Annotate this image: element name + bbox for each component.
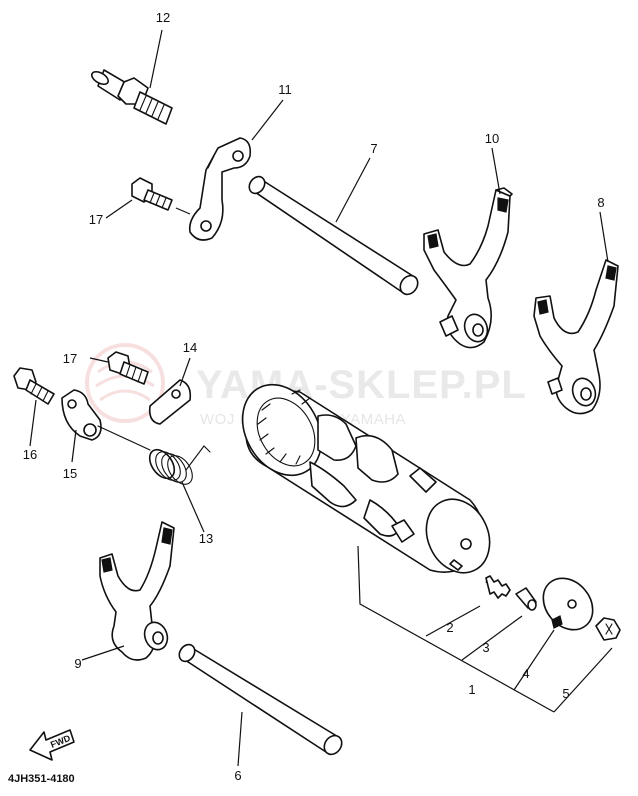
part-17-bolt-upper <box>131 177 191 215</box>
part-17-bolt-middle <box>107 351 149 385</box>
label-12: 12 <box>156 10 170 25</box>
label-1: 1 <box>468 682 475 697</box>
label-15: 15 <box>63 466 77 481</box>
label-5: 5 <box>562 686 569 701</box>
label-8: 8 <box>597 195 604 210</box>
part-2-spring <box>485 575 511 599</box>
label-4: 4 <box>522 666 529 681</box>
label-6: 6 <box>234 768 241 783</box>
part-16-bolt <box>13 367 55 405</box>
label-9: 9 <box>74 656 81 671</box>
label-10: 10 <box>485 131 499 146</box>
part-6-guide-bar-lower <box>178 643 343 756</box>
watermark-logo <box>85 343 165 423</box>
part-1-shift-drum <box>241 383 491 574</box>
part-3-pin <box>515 587 537 611</box>
part-14-plate <box>148 379 192 425</box>
label-11: 11 <box>278 82 292 97</box>
assembly-bracket <box>357 545 613 713</box>
part-8-shift-fork <box>533 259 619 415</box>
label-17-middle: 17 <box>63 351 77 366</box>
part-5-screw <box>595 617 621 641</box>
label-2: 2 <box>446 620 453 635</box>
part-15-roller-plate <box>61 389 102 441</box>
part-9-shift-fork <box>99 521 175 661</box>
part-10-shift-fork <box>423 187 513 349</box>
leader-lines <box>29 29 609 767</box>
label-16: 16 <box>23 447 37 462</box>
label-3: 3 <box>482 640 489 655</box>
part-13-spring <box>97 425 211 485</box>
part-11-stopper-lever <box>188 137 252 241</box>
catalog-code: 4JH351-4180 <box>8 773 75 785</box>
fwd-arrow: FWD <box>29 729 75 761</box>
part-7-guide-bar-upper <box>248 175 419 296</box>
part-12-stud-bolt <box>91 69 173 125</box>
part-labels: 12 11 7 10 8 17 17 14 16 15 13 2 3 4 1 5… <box>23 10 605 783</box>
watermark-title: YAMA-SKLEP.PL <box>196 363 527 407</box>
label-7: 7 <box>370 141 377 156</box>
label-17-upper: 17 <box>89 212 103 227</box>
label-13: 13 <box>199 531 213 546</box>
label-14: 14 <box>183 340 197 355</box>
part-4-plate <box>542 577 594 631</box>
